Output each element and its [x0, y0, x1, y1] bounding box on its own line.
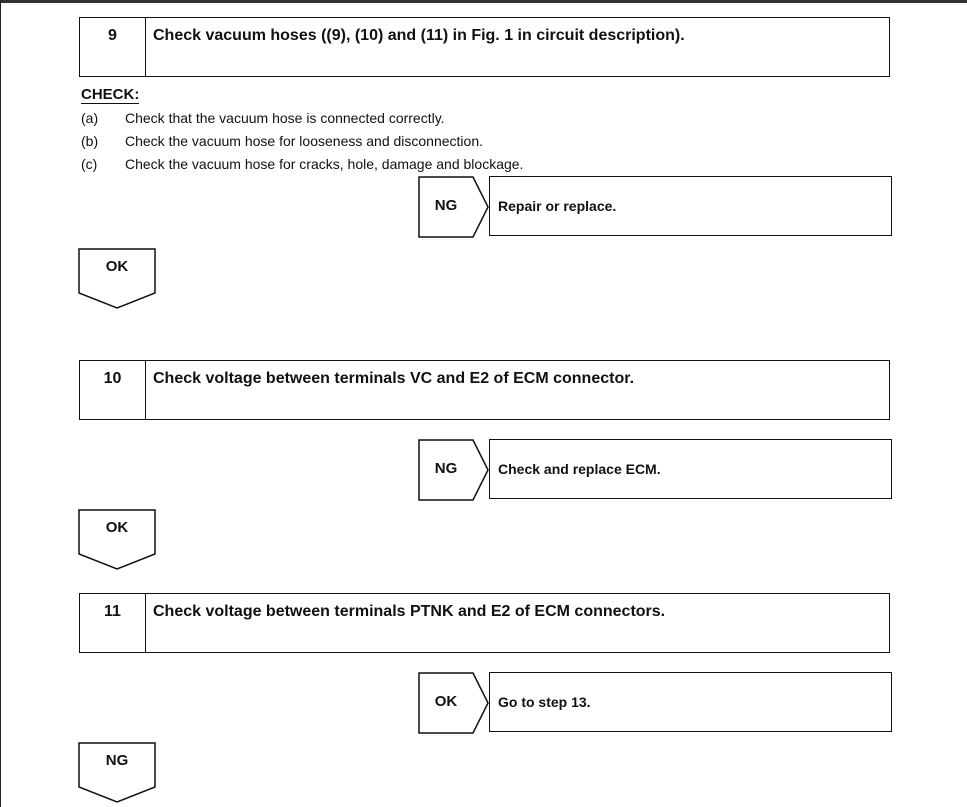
check-heading: CHECK: — [81, 86, 140, 104]
result-box: Go to step 13. — [489, 672, 892, 732]
step-title: Check voltage between terminals PTNK and… — [153, 603, 666, 620]
ok-down-tag: OK — [78, 248, 158, 309]
step-9-box: 9 Check vacuum hoses ((9), (10) and (11)… — [79, 17, 890, 77]
check-item-mark: (a) — [81, 110, 99, 126]
check-item-text: Check the vacuum hose for cracks, hole, … — [125, 156, 524, 172]
top-rule — [0, 0, 967, 3]
down-arrow-shape — [78, 742, 156, 803]
down-tag-label: NG — [105, 752, 129, 769]
step-10-box: 10 Check voltage between terminals VC an… — [79, 360, 890, 420]
ok-down-tag: OK — [78, 509, 158, 570]
branch-arrow-shape — [418, 439, 489, 501]
down-arrow-shape — [78, 248, 156, 309]
check-item-mark: (c) — [81, 156, 98, 172]
step-title: Check voltage between terminals VC and E… — [153, 370, 635, 387]
check-item-a: (a) Check that the vacuum hose is connect… — [81, 110, 445, 126]
result-text: Repair or replace. — [498, 198, 617, 214]
branch-arrow-shape — [418, 176, 489, 238]
branch-tag-label: NG — [434, 197, 458, 214]
result-text: Go to step 13. — [498, 694, 591, 710]
down-tag-label: OK — [105, 519, 129, 536]
branch-tag-label: NG — [434, 460, 458, 477]
down-tag-label: OK — [105, 258, 129, 275]
check-item-text: Check the vacuum hose for looseness and … — [125, 133, 483, 149]
result-box: Repair or replace. — [489, 176, 892, 236]
check-item-text: Check that the vacuum hose is connected … — [125, 110, 445, 126]
step-title: Check vacuum hoses ((9), (10) and (11) i… — [153, 27, 685, 44]
check-item-c: (c) Check the vacuum hose for cracks, hol… — [81, 156, 523, 172]
check-item-b: (b) Check the vacuum hose for looseness a… — [81, 133, 483, 149]
ok-branch-tag: OK — [418, 672, 490, 734]
branch-arrow-shape — [418, 672, 489, 734]
step-number: 11 — [80, 594, 146, 652]
ng-branch-tag: NG — [418, 439, 490, 501]
left-edge-rule — [0, 0, 1, 807]
down-arrow-shape — [78, 509, 156, 570]
result-box: Check and replace ECM. — [489, 439, 892, 499]
branch-tag-label: OK — [434, 693, 458, 710]
result-text: Check and replace ECM. — [498, 461, 661, 477]
step-11-box: 11 Check voltage between terminals PTNK … — [79, 593, 890, 653]
ng-branch-tag: NG — [418, 176, 490, 238]
step-number: 9 — [80, 18, 146, 76]
check-item-mark: (b) — [81, 133, 99, 149]
ng-down-tag: NG — [78, 742, 158, 803]
step-number: 10 — [80, 361, 146, 419]
